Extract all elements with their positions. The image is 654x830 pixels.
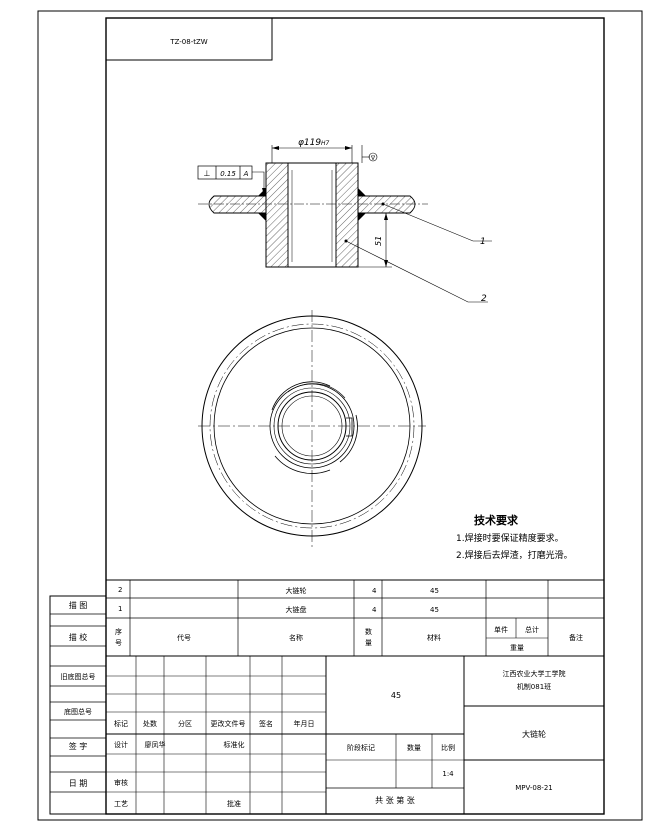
roughness-text: ∇ [370, 155, 376, 162]
bom-header-material: 材料 [427, 633, 441, 642]
bom-row-1-name: 大链盘 [286, 605, 307, 614]
tb-stage-mark: 阶段标记 [347, 743, 375, 752]
bom-header-weight: 重量 [510, 644, 524, 652]
tb-scale: 1:4 [442, 770, 454, 778]
front-view [198, 310, 426, 548]
tb-design-person: 廖凤华 [145, 740, 166, 749]
bom-row-1-qty: 4 [372, 606, 377, 614]
tb-label-date: 年月日 [294, 719, 315, 728]
bom-header-total: 总计 [525, 625, 539, 634]
tb-approve: 批准 [227, 799, 241, 808]
bom-header-qty1: 数 [365, 627, 372, 636]
side-label-trace: 描 图 [69, 600, 88, 610]
tech-req-item-1: 1.焊接时要保证精度要求。 [456, 532, 564, 544]
diameter-dimension: φ119 H7 [271, 138, 353, 163]
bom-header-no2: 号 [115, 639, 122, 647]
diameter-tol-text: H7 [321, 140, 330, 147]
tolerance-datum: A [243, 170, 249, 178]
bom-header-remark: 备注 [569, 633, 583, 642]
title-block [106, 656, 604, 814]
tb-design-std: 标准化 [224, 740, 245, 749]
bom-table [106, 579, 604, 657]
tb-sheets: 共 张 第 张 [375, 795, 415, 805]
side-label-base-no: 底图总号 [64, 707, 92, 716]
side-label-sign: 签 字 [69, 741, 88, 751]
tb-material: 45 [391, 691, 401, 700]
tolerance-value: 0.15 [220, 170, 236, 178]
inner-frame [105, 17, 605, 815]
leader-1-label: 1 [480, 237, 486, 247]
tb-process: 工艺 [114, 800, 128, 808]
leader-2-label: 2 [481, 294, 487, 304]
bom-header-no1: 序 [115, 627, 122, 636]
side-label-old-no: 旧底图总号 [61, 672, 96, 681]
bom-header-name: 名称 [289, 633, 303, 642]
code-box-text: TZ-08-tZW [169, 38, 207, 46]
tb-label-count: 处数 [143, 719, 157, 728]
tb-label-zone: 分区 [178, 719, 192, 728]
tb-drawing-no: MPV-08-21 [515, 784, 553, 792]
tb-school-1: 江西农业大学工学院 [503, 669, 566, 678]
diameter-text: φ119 [298, 138, 321, 148]
side-label-date: 日 期 [69, 779, 88, 788]
bom-header-qty2: 量 [365, 639, 372, 647]
side-column [49, 595, 107, 815]
height-text: 51 [374, 236, 383, 246]
tolerance-frame: ⊥ 0.15 A [197, 165, 266, 195]
bom-row-1-material: 45 [430, 606, 439, 614]
bom-row-1-no: 1 [118, 605, 122, 613]
outer-border [37, 10, 643, 821]
tb-weight: 数量 [407, 743, 421, 752]
bom-header-code: 代号 [177, 633, 191, 642]
tb-school-2: 机制081班 [517, 682, 551, 691]
leader-lines [344, 202, 492, 303]
section-view [198, 162, 428, 268]
tb-part-name: 大链轮 [522, 729, 546, 739]
tb-scale-label: 比例 [441, 743, 455, 752]
bom-row-2-name: 大链轮 [286, 586, 307, 595]
tech-req-item-2: 2.焊接后去焊渣，打磨光滑。 [456, 549, 573, 561]
tb-review: 审核 [114, 778, 128, 787]
roughness-mark: ∇ [361, 145, 378, 163]
bom-row-2-no: 2 [118, 586, 122, 594]
tb-design: 设计 [114, 740, 128, 749]
height-dimension: 51 [358, 212, 392, 268]
bom-header-single: 单件 [494, 625, 508, 634]
tb-label-mark: 标记 [114, 719, 128, 728]
side-label-check: 描 校 [69, 632, 88, 642]
tb-label-sign: 签名 [259, 719, 273, 728]
bom-row-2-qty: 4 [372, 587, 377, 595]
bom-row-2-material: 45 [430, 587, 439, 595]
tolerance-symbol: ⊥ [204, 169, 211, 178]
tech-req-title: 技术要求 [474, 513, 519, 527]
code-box [105, 17, 273, 61]
tb-label-file: 更改文件号 [211, 719, 246, 728]
